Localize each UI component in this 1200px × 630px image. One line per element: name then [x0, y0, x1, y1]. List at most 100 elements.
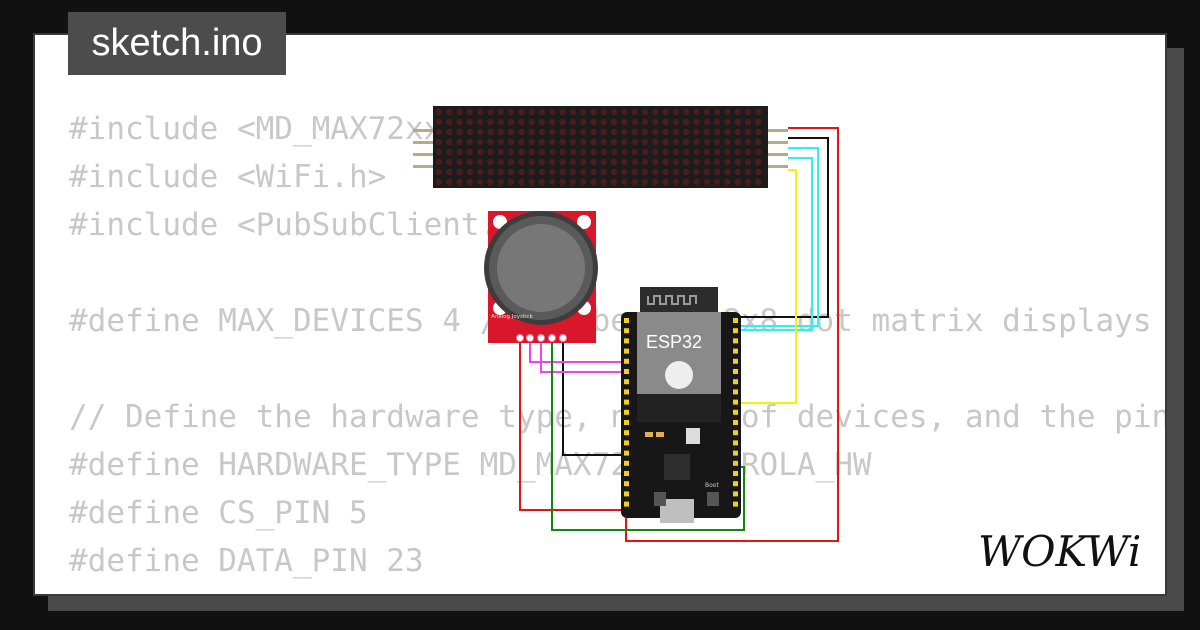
- joystick-knob[interactable]: [497, 224, 585, 312]
- led-dot: [672, 138, 680, 146]
- led-dot: [683, 138, 690, 146]
- led-dot: [456, 158, 463, 166]
- led-dot: [507, 168, 515, 176]
- led-dot: [621, 138, 628, 146]
- header-pin: [624, 399, 629, 405]
- led-dot: [466, 168, 474, 176]
- module-base: [637, 394, 721, 422]
- led-dot: [713, 148, 721, 156]
- led-dot: [569, 158, 577, 166]
- led-dot: [507, 118, 515, 126]
- led-dot: [446, 178, 453, 186]
- led-dot: [724, 148, 731, 156]
- led-dot: [477, 148, 484, 156]
- led-dot: [755, 178, 762, 186]
- led-matrix-display[interactable]: [413, 106, 788, 188]
- led-dot: [435, 108, 443, 116]
- led-dot: [559, 168, 566, 176]
- led-dot: [559, 138, 566, 146]
- led-dot: [528, 168, 535, 176]
- led-dot: [600, 168, 607, 176]
- led-dot: [672, 158, 680, 166]
- led-dot: [724, 138, 731, 146]
- wokwi-logo: WOKWi: [978, 527, 1141, 574]
- led-dot: [713, 128, 721, 136]
- led-dot: [693, 108, 700, 116]
- led-dot: [446, 148, 453, 156]
- led-dot: [590, 158, 597, 166]
- led-dot: [600, 108, 607, 116]
- led-dot: [610, 148, 618, 156]
- en-button[interactable]: [654, 492, 666, 506]
- led-dot: [652, 148, 659, 156]
- boot-button[interactable]: [707, 492, 719, 506]
- led-dot: [652, 128, 659, 136]
- led-dot: [446, 158, 453, 166]
- led-dot: [683, 158, 690, 166]
- wire-joystick-vert: [529, 342, 626, 363]
- led-dot: [724, 158, 731, 166]
- led-dot: [466, 148, 474, 156]
- led-dot: [497, 108, 504, 116]
- led-dot: [487, 108, 494, 116]
- led-dot: [610, 128, 618, 136]
- led-dot: [755, 128, 762, 136]
- led-dot: [446, 118, 453, 126]
- led-dot: [466, 178, 474, 186]
- file-tab[interactable]: sketch.ino: [68, 12, 286, 75]
- led-dot: [744, 108, 752, 116]
- led-dot: [559, 128, 566, 136]
- header-pin: [624, 369, 629, 374]
- led-dot: [641, 158, 649, 166]
- code-line-2: #include <WiFi.h>: [69, 159, 387, 195]
- led-dot: [435, 118, 443, 126]
- header-pin: [624, 471, 629, 476]
- led-dot: [497, 128, 504, 136]
- led-dot: [600, 128, 607, 136]
- led-dot: [446, 168, 453, 176]
- led-dot: [559, 158, 566, 166]
- led-dot: [590, 108, 597, 116]
- led-dot: [734, 128, 741, 136]
- led-dot: [549, 168, 556, 176]
- header-pin: [624, 491, 629, 497]
- joystick-label: Analog Joystick: [491, 314, 534, 320]
- led-dot: [580, 158, 587, 166]
- led-dot: [569, 168, 577, 176]
- led-dot: [610, 168, 618, 176]
- code-line-10: #define DATA_PIN 23: [69, 543, 424, 579]
- led-dot: [497, 138, 504, 146]
- header-pin: [624, 409, 629, 415]
- led-dot: [631, 118, 638, 126]
- led-dot: [466, 118, 474, 126]
- led-dot: [446, 138, 453, 146]
- analog-joystick[interactable]: Analog Joystick: [484, 211, 598, 343]
- led-dot: [641, 178, 649, 186]
- led-dot: [559, 178, 566, 186]
- led-dot: [569, 128, 577, 136]
- led-dot: [518, 138, 525, 146]
- led-dot: [703, 108, 710, 116]
- led-dot: [497, 118, 504, 126]
- wire-matrix-din: [740, 147, 819, 327]
- led-dot: [672, 178, 680, 186]
- led-dot: [641, 138, 649, 146]
- led-dot: [477, 128, 484, 136]
- header-pin: [624, 460, 629, 466]
- led-dot: [703, 168, 710, 176]
- led-dot: [487, 158, 494, 166]
- wire-matrix-gnd: [740, 137, 829, 318]
- mount-hole: [577, 215, 591, 229]
- led-dot: [487, 178, 494, 186]
- header-pin: [624, 440, 629, 446]
- led-dot: [703, 178, 710, 186]
- led-dot: [580, 108, 587, 116]
- led-dot: [755, 158, 762, 166]
- led-dot: [528, 108, 535, 116]
- esp32-devkit[interactable]: ESP32 Boot: [621, 287, 741, 523]
- led-dot: [744, 118, 752, 126]
- led-dot: [487, 148, 494, 156]
- led-dot: [518, 148, 525, 156]
- header-pin: [733, 409, 738, 415]
- antenna-trace: [647, 295, 697, 305]
